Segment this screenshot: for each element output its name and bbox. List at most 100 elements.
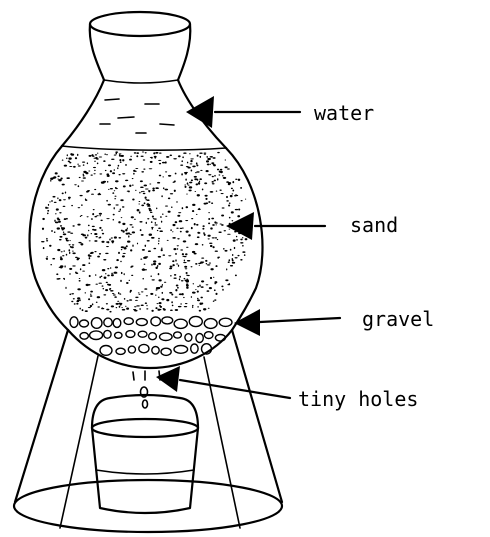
sand-grain bbox=[118, 292, 119, 294]
sand-grain bbox=[70, 233, 73, 234]
sand-grain bbox=[81, 204, 82, 206]
sand-grain bbox=[113, 219, 114, 221]
sand-grain bbox=[199, 265, 200, 266]
sand-grain bbox=[170, 309, 173, 311]
sand-grain bbox=[81, 180, 84, 181]
sand-grain bbox=[112, 293, 115, 294]
sand-grain bbox=[115, 180, 119, 182]
sand-grain bbox=[132, 185, 134, 186]
sand-grain bbox=[127, 191, 130, 192]
gravel-pebble bbox=[115, 332, 122, 338]
sand-grain bbox=[144, 202, 146, 204]
sand-grain bbox=[144, 184, 147, 186]
sand-grain bbox=[119, 174, 121, 175]
sand-grain bbox=[119, 306, 121, 308]
sand-grain bbox=[194, 176, 197, 178]
label-gravel: gravel bbox=[362, 307, 434, 331]
sand-grain bbox=[112, 192, 114, 194]
sand-grain bbox=[165, 206, 168, 207]
sand-grain bbox=[234, 195, 237, 196]
gravel-pebble bbox=[113, 319, 121, 328]
sand-grain bbox=[79, 195, 82, 196]
sand-grain bbox=[48, 204, 49, 206]
sand-grain bbox=[220, 169, 222, 171]
sand-grain bbox=[145, 245, 147, 247]
sand-grain bbox=[159, 302, 162, 304]
sand-grain bbox=[210, 164, 211, 165]
sand-grain bbox=[172, 224, 175, 226]
sand-grain bbox=[121, 246, 124, 248]
sand-grain bbox=[175, 173, 177, 175]
sand-grain bbox=[65, 192, 66, 194]
sand-grain bbox=[157, 303, 159, 304]
sand-grain bbox=[172, 237, 176, 239]
sand-grain bbox=[144, 257, 146, 259]
sand-grain bbox=[191, 266, 193, 267]
sand-grain bbox=[216, 224, 217, 225]
sand-grain bbox=[59, 212, 61, 213]
sand-grain bbox=[228, 205, 230, 207]
sand-grain bbox=[88, 230, 89, 232]
sand-grain bbox=[206, 170, 209, 172]
sand-grain bbox=[228, 261, 230, 263]
sand-grain bbox=[47, 210, 49, 212]
sand-grain bbox=[145, 199, 147, 200]
sand-grain bbox=[57, 219, 60, 221]
sand-grain bbox=[179, 293, 183, 295]
label-water: water bbox=[314, 101, 374, 125]
sand-grain bbox=[179, 220, 183, 222]
sand-grain bbox=[186, 194, 187, 195]
sand-grain bbox=[197, 291, 199, 293]
sand-grain bbox=[232, 254, 233, 256]
sand-grain bbox=[151, 157, 153, 159]
sand-layer bbox=[41, 151, 249, 312]
sand-grain bbox=[114, 296, 117, 298]
sand-grain bbox=[152, 190, 155, 192]
sand-grain bbox=[199, 181, 200, 183]
sand-grain bbox=[226, 196, 228, 198]
sand-grain bbox=[85, 237, 88, 239]
sand-grain bbox=[184, 266, 187, 268]
water-dash bbox=[105, 99, 119, 100]
sand-grain bbox=[47, 256, 48, 257]
sand-grain bbox=[88, 170, 90, 171]
arrow-holes bbox=[156, 366, 290, 398]
sand-grain bbox=[158, 228, 161, 230]
sand-grain bbox=[95, 274, 96, 276]
sand-grain bbox=[124, 298, 126, 300]
sand-grain bbox=[159, 230, 163, 232]
sand-grain bbox=[215, 250, 218, 251]
sand-grain bbox=[121, 217, 123, 218]
sand-grain bbox=[108, 189, 110, 190]
sand-grain bbox=[224, 250, 227, 252]
sand-grain bbox=[55, 213, 57, 214]
sand-grain bbox=[120, 155, 124, 157]
sand-grain bbox=[111, 237, 113, 238]
sand-grain bbox=[147, 218, 149, 219]
sand-grain bbox=[85, 310, 88, 312]
sand-grain bbox=[121, 307, 122, 308]
sand-grain bbox=[159, 163, 161, 164]
sand-grain bbox=[145, 269, 147, 270]
sand-grain bbox=[124, 247, 126, 248]
sand-grain bbox=[175, 259, 177, 261]
sand-grain bbox=[55, 222, 59, 224]
sand-grain bbox=[140, 229, 142, 231]
sand-grain bbox=[165, 161, 167, 163]
sand-grain bbox=[158, 273, 160, 275]
sand-grain bbox=[240, 242, 243, 243]
sand-grain bbox=[144, 288, 147, 290]
sand-grain bbox=[76, 303, 78, 305]
sand-grain bbox=[91, 233, 92, 234]
sand-grain bbox=[183, 152, 186, 154]
sand-grain bbox=[122, 159, 124, 161]
sand-grain bbox=[114, 198, 116, 199]
sand-grain bbox=[114, 155, 117, 156]
sand-grain bbox=[163, 308, 165, 310]
sand-grain bbox=[91, 175, 93, 176]
sand-surface-line bbox=[62, 146, 226, 150]
sand-grain bbox=[82, 309, 84, 311]
sand-grain bbox=[197, 194, 200, 196]
sand-grain bbox=[162, 284, 163, 286]
sand-grain bbox=[189, 186, 192, 188]
